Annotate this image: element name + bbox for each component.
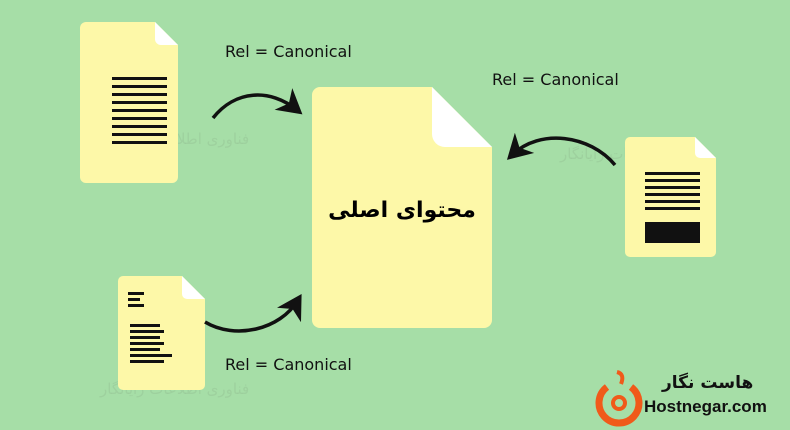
arrow-top-left: [211, 88, 303, 120]
bottom-left-document: [118, 276, 205, 390]
logo-name: هاست نگار: [662, 373, 754, 393]
relation-label-top-left: Rel = Canonical: [225, 42, 352, 61]
relation-label-right: Rel = Canonical: [492, 70, 619, 89]
arrow-right: [506, 132, 617, 167]
logo-domain: Hostnegar.com: [644, 397, 767, 416]
relation-label-bottom-left: Rel = Canonical: [225, 355, 352, 374]
arrow-bottom-left: [204, 294, 302, 333]
main-content-label: محتوای اصلی: [328, 198, 476, 223]
hostnegar-logo-icon: [595, 370, 643, 427]
right-document: [625, 137, 716, 257]
main-document: [312, 87, 492, 328]
top-left-document: [80, 22, 178, 183]
